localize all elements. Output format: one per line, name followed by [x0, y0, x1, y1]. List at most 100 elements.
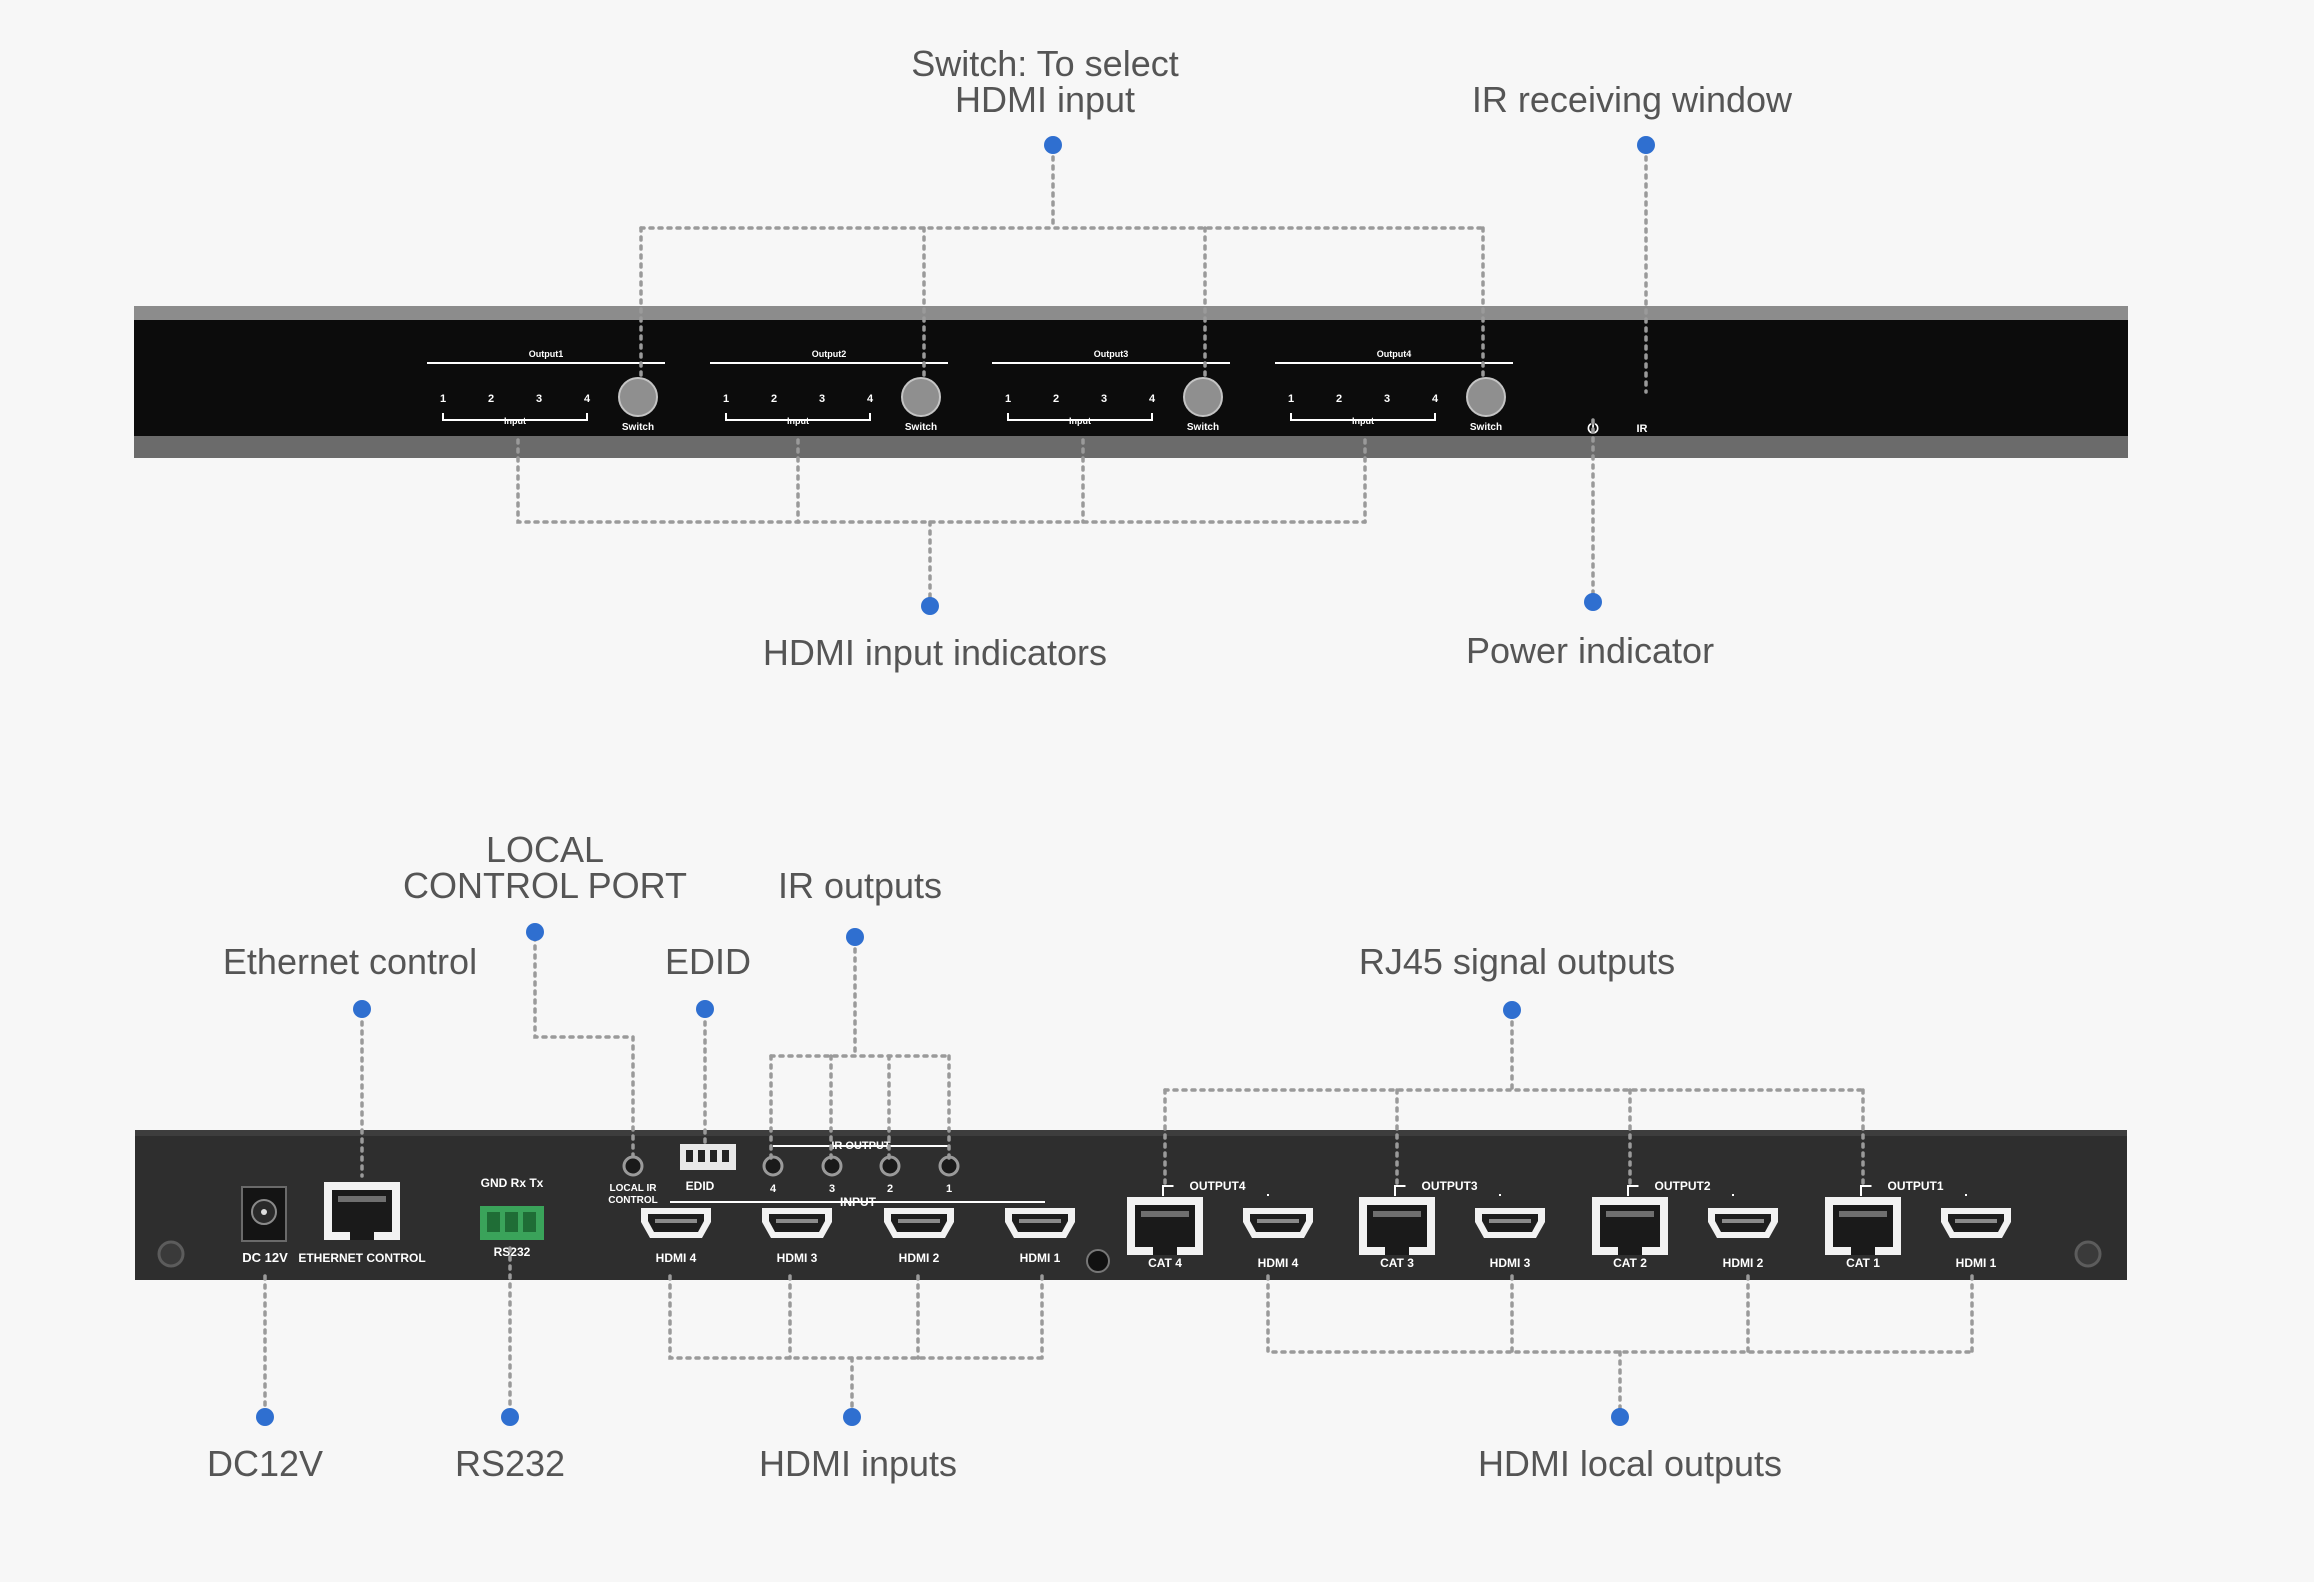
hdmi-output-label: HDMI 2	[1723, 1256, 1764, 1270]
output-label: Output3	[1094, 349, 1129, 359]
ir-output-jack-3	[821, 1155, 843, 1177]
output-group-label-bg	[1871, 1176, 1968, 1194]
front-callouts: Switch: To select HDMI input IR receivin…	[763, 43, 1793, 673]
input-label: Input	[1069, 416, 1091, 426]
rj45-outputs-callout: RJ45 signal outputs	[1359, 941, 1675, 982]
input-bracket	[1290, 413, 1436, 421]
input-indicator-4: 4	[1432, 393, 1439, 405]
rear-panel: DC 12V ETHERNET CONTROL GND Rx Tx RS232 …	[135, 1130, 2127, 1280]
switch-button[interactable]	[1466, 377, 1506, 417]
power-indicator-callout: Power indicator	[1466, 630, 1714, 671]
switch-button[interactable]	[1183, 377, 1223, 417]
hdmi-inputs-callout: HDMI inputs	[759, 1443, 957, 1484]
output-group-label-bg	[1173, 1176, 1270, 1194]
rj45-output-port	[1359, 1197, 1435, 1255]
ir-window-label: IR	[1637, 423, 1648, 435]
hdmi-output-label: HDMI 1	[1956, 1256, 1997, 1270]
input-indicator-1: 1	[440, 393, 446, 405]
input-indicator-1: 1	[1288, 393, 1294, 405]
ir-window-callout-dot	[1637, 136, 1655, 154]
switch-label: Switch	[1470, 422, 1502, 433]
local-ir-label-line2: CONTROL	[608, 1195, 657, 1206]
switch-callout-dot	[1044, 136, 1062, 154]
input-indicator-4: 4	[584, 393, 591, 405]
dc12v-callout: DC12V	[207, 1443, 323, 1484]
hdmi-input-port-3	[762, 1208, 832, 1238]
ir-outputs-callout: IR outputs	[778, 865, 942, 906]
input-indicator-2: 2	[488, 393, 494, 405]
hdmi-output-label: HDMI 3	[1490, 1256, 1531, 1270]
cat-label: CAT 3	[1380, 1256, 1414, 1270]
output-group-label-bg	[1405, 1176, 1502, 1194]
edid-callout: EDID	[665, 941, 751, 982]
rear-panel-top-edge	[135, 1130, 2127, 1136]
dc-label: DC 12V	[242, 1250, 288, 1265]
input-bracket	[1007, 413, 1153, 421]
ethernet-control-label: ETHERNET CONTROL	[298, 1251, 425, 1265]
output-group-label-bg	[1638, 1176, 1735, 1194]
output-label: Output1	[529, 349, 564, 359]
input-bracket	[725, 413, 871, 421]
input-indicator-3: 3	[819, 393, 825, 405]
local-control-callout-line2: CONTROL PORT	[403, 865, 687, 906]
switch-button[interactable]	[618, 377, 658, 417]
hdmi-input-port-2	[884, 1208, 954, 1238]
ir-output-number: 1	[946, 1183, 952, 1195]
output-group-label: OUTPUT3	[1421, 1179, 1477, 1193]
input-indicator-2: 2	[1336, 393, 1342, 405]
ethernet-callout-dot	[353, 1000, 371, 1018]
input-label: Input	[787, 416, 809, 426]
hdmi-input-port-1	[1005, 1208, 1075, 1238]
switch-callout-line2: HDMI input	[955, 79, 1135, 120]
power-indicator-callout-dot	[1584, 593, 1602, 611]
input-indicator-1: 1	[723, 393, 729, 405]
output-group-label: OUTPUT1	[1887, 1179, 1943, 1193]
rear-callout-dots	[256, 923, 1629, 1426]
front-panel-bottom-rail	[134, 436, 2128, 458]
switch-label: Switch	[622, 422, 654, 433]
hdmi-input-label: HDMI 3	[777, 1251, 818, 1265]
rs232-label: RS232	[494, 1245, 531, 1259]
local-control-callout-dot	[526, 923, 544, 941]
ir-output-number: 3	[829, 1183, 835, 1195]
hdmi-local-output-port	[1708, 1208, 1778, 1238]
ir-output-number: 4	[770, 1183, 777, 1195]
cat-label: CAT 1	[1846, 1256, 1880, 1270]
edid-dip-switch	[680, 1144, 736, 1170]
ethernet-control-callout: Ethernet control	[223, 941, 477, 982]
hdmi-output-label: HDMI 4	[1258, 1256, 1299, 1270]
hdmi-local-output-port	[1243, 1208, 1313, 1238]
output-label: Output2	[812, 349, 847, 359]
output-group-label: OUTPUT2	[1654, 1179, 1710, 1193]
input-indicators-callout: HDMI input indicators	[763, 632, 1107, 673]
ir-window-callout: IR receiving window	[1472, 79, 1793, 120]
input-label: Input	[1352, 416, 1374, 426]
switch-button[interactable]	[901, 377, 941, 417]
hdmi-input-port-4	[641, 1208, 711, 1238]
rear-leader-lines	[263, 935, 1974, 1414]
hdmi-inputs-callout-dot	[843, 1408, 861, 1426]
hdmi-input-label: HDMI 1	[1020, 1251, 1061, 1265]
dc12v-callout-dot	[256, 1408, 274, 1426]
rs232-terminal-block	[480, 1206, 544, 1240]
hdmi-local-output-port	[1941, 1208, 2011, 1238]
cat-label: CAT 4	[1148, 1256, 1182, 1270]
input-indicator-2: 2	[1053, 393, 1059, 405]
switch-label: Switch	[1187, 422, 1219, 433]
local-ir-label-line1: LOCAL IR	[609, 1183, 657, 1194]
rs232-callout-dot	[501, 1408, 519, 1426]
front-panel-face	[134, 320, 2128, 438]
mount-screw-left	[157, 1240, 185, 1268]
ground-screw	[1086, 1249, 1110, 1273]
input-indicator-1: 1	[1005, 393, 1011, 405]
